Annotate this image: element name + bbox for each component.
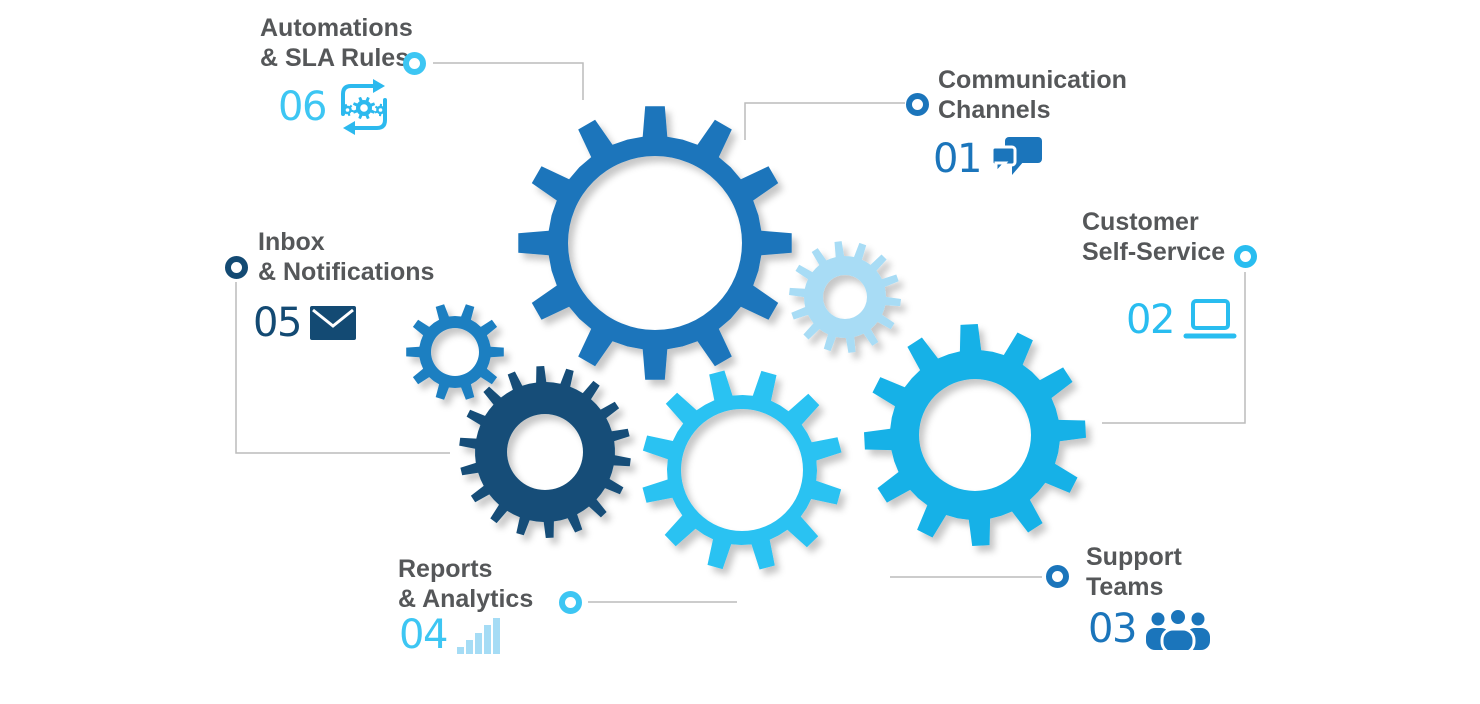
feature-title: Communication Channels	[938, 66, 1127, 124]
bar-chart-icon	[456, 616, 502, 654]
mini-gear-glyph	[341, 103, 354, 117]
connector-line	[1102, 272, 1246, 424]
chat-bubbles-icon	[990, 137, 1044, 181]
feature-number: 05	[253, 300, 302, 346]
feature-title: Reports & Analytics	[398, 555, 534, 613]
feature-number: 03	[1088, 606, 1137, 652]
bullet-ring	[403, 52, 426, 75]
team-icon	[1145, 608, 1211, 650]
bullet-ring	[1046, 565, 1069, 588]
small-blue-gear	[406, 304, 504, 400]
feature-title: Inbox & Notifications	[258, 228, 435, 286]
mini-gear-glyph	[374, 103, 387, 117]
envelope-icon	[309, 306, 356, 340]
bullet-ring	[559, 591, 582, 614]
feature-title: Customer Self-Service	[1082, 208, 1226, 266]
feature-title: Automations & SLA Rules	[260, 14, 413, 72]
bullet-ring	[906, 93, 929, 116]
feature-number: 01	[933, 136, 982, 182]
feature-title: Support Teams	[1086, 543, 1182, 601]
bullet-ring	[1234, 245, 1257, 268]
feature-number: 02	[1126, 297, 1175, 343]
connector-line	[235, 282, 450, 454]
connector-line	[744, 102, 905, 140]
mini-gear-glyph	[352, 96, 376, 120]
connector-lines	[235, 62, 1246, 603]
big-blue-gear	[518, 106, 792, 380]
pale-blue-gear	[789, 241, 901, 353]
light-cyan-gear	[642, 370, 842, 570]
automation-icon	[335, 78, 393, 136]
laptop-icon	[1183, 298, 1237, 342]
connector-line	[433, 62, 584, 100]
dark-navy-gear	[459, 366, 631, 538]
feature-number: 06	[278, 84, 327, 130]
bullet-ring	[225, 256, 248, 279]
feature-number: 04	[399, 612, 448, 658]
cyan-gear	[864, 324, 1086, 546]
